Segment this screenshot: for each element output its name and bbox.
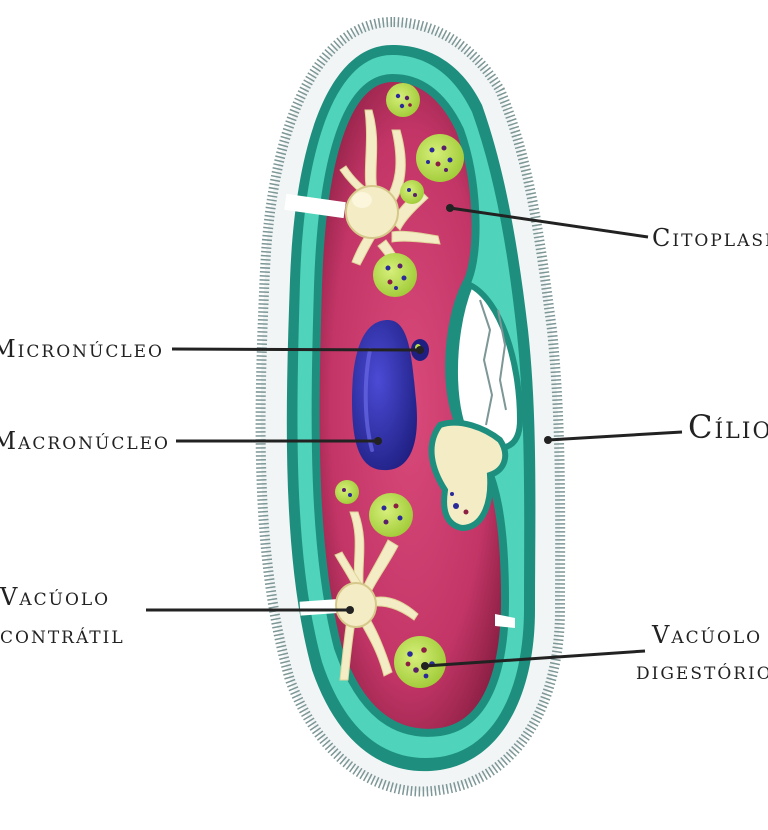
label-macronucleo: Macronúcleo	[0, 427, 170, 455]
food-vacuole	[416, 134, 464, 182]
food-vacuole	[386, 83, 420, 117]
anal-pore	[495, 614, 515, 628]
label-vacuolo-contratil-1: Vacúolo	[0, 583, 111, 611]
macronucleus	[352, 320, 417, 471]
leader-lines	[146, 204, 683, 670]
food-vacuole	[394, 636, 446, 688]
leader-cilios	[544, 430, 683, 444]
leader-micronucleo	[171, 346, 424, 354]
food-vacuole	[400, 180, 424, 204]
food-vacuole	[335, 480, 359, 504]
label-vacuolo-contratil-2: contrátil	[0, 621, 125, 649]
contractile-vacuole-bottom	[299, 511, 419, 681]
label-micronucleo: Micronúcleo	[0, 335, 164, 363]
food-vacuole	[369, 493, 413, 537]
leader-macronucleo	[176, 437, 382, 445]
label-vacuolo-digestorio-2: digestório	[636, 657, 768, 685]
contractile-vacuole-top	[284, 109, 441, 287]
gullet	[428, 419, 509, 532]
label-citoplasma: Citoplasma	[652, 224, 768, 252]
label-vacuolo-digestorio-1: Vacúolo	[652, 621, 763, 649]
food-vacuole	[373, 253, 417, 297]
food-vacuoles	[335, 83, 464, 688]
leader-vacuolo-digestorio	[421, 649, 646, 670]
label-cilios: Cílios	[688, 408, 768, 446]
leader-vacuolo-contratil	[146, 606, 354, 614]
leader-citoplasma	[446, 204, 649, 239]
